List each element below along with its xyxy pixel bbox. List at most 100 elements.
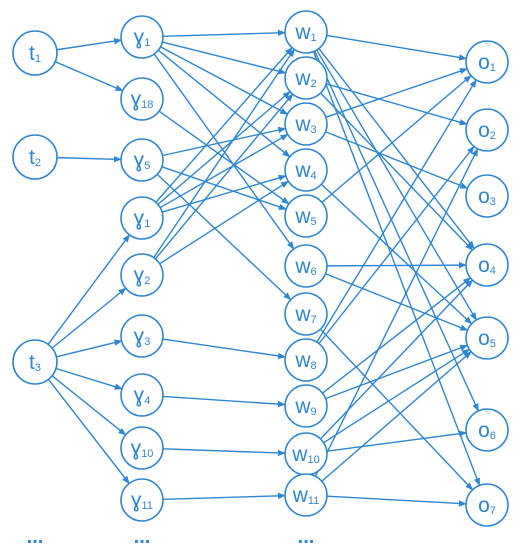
node-label-subscript: 3 — [144, 336, 150, 348]
node-label: w6 — [294, 255, 316, 278]
node-label-base: w — [294, 349, 311, 372]
node-label-base: ɣ — [134, 149, 145, 172]
node-label: ɣ11 — [131, 489, 153, 512]
node-circle — [284, 384, 328, 428]
node-circle — [120, 15, 164, 59]
node-w4: w4 — [284, 148, 328, 192]
node-o7: o7 — [465, 483, 509, 527]
edge-g10-w10 — [162, 448, 286, 457]
node-circle — [120, 426, 164, 470]
node-label: o4 — [478, 254, 496, 277]
node-label: w11 — [292, 484, 320, 507]
edge-w8-o2 — [318, 145, 475, 344]
edge-w3-o3 — [325, 131, 469, 189]
node-label-subscript: 6 — [490, 430, 496, 442]
node-label: ɣ5 — [134, 149, 151, 172]
edge-g5-w3 — [162, 126, 287, 157]
edge-g11-w11 — [162, 492, 286, 501]
node-w1: w1 — [284, 10, 328, 54]
node-label-subscript: 1 — [490, 62, 496, 74]
edge-w10-o6 — [326, 430, 467, 452]
node-circle — [284, 148, 328, 192]
node-label: ɣ4 — [134, 384, 151, 407]
edge-w7-o7 — [319, 328, 474, 491]
node-label-subscript: 2 — [144, 275, 150, 287]
edge-g2-w1 — [153, 48, 295, 258]
node-label-base: w — [292, 484, 309, 507]
edge-g2-w4 — [159, 180, 289, 265]
node-label: o1 — [478, 51, 496, 74]
node-t3: t3 — [12, 339, 58, 385]
edge-t2-g5 — [56, 156, 122, 163]
edge-w6-o4 — [326, 261, 467, 269]
node-w3: w3 — [284, 102, 328, 146]
node-label: ɣ2 — [134, 264, 151, 287]
edge-t1-g18 — [54, 61, 124, 92]
node-label-subscript: 1 — [35, 53, 41, 65]
edge-g1b-w2 — [157, 91, 291, 205]
node-label-subscript: 11 — [142, 500, 153, 512]
node-label: w2 — [294, 67, 316, 90]
node-label-base: o — [478, 327, 490, 350]
node-label-subscript: 9 — [311, 406, 317, 418]
node-w6: w6 — [284, 244, 328, 288]
node-label: w10 — [291, 443, 319, 466]
node-label-subscript: 1 — [311, 32, 317, 44]
node-label: o7 — [478, 494, 496, 517]
edge-w4-o5 — [320, 183, 473, 325]
node-circle — [465, 40, 509, 84]
edge-g1b-w4 — [161, 174, 287, 213]
node-g1b: ɣ1 — [120, 196, 164, 240]
node-circle — [465, 483, 509, 527]
node-label-base: w — [294, 205, 311, 228]
node-g18: ɣ18 — [120, 77, 164, 121]
node-label-subscript: 11 — [308, 495, 319, 507]
node-circle — [12, 30, 58, 76]
node-label-subscript: 3 — [35, 362, 41, 374]
node-label-base: w — [294, 21, 311, 44]
node-label-base: w — [294, 67, 311, 90]
edge-w1-o4 — [318, 48, 475, 250]
node-label: o2 — [478, 119, 496, 142]
node-label-subscript: 7 — [311, 314, 317, 326]
node-label-subscript: 6 — [311, 266, 317, 278]
node-circle — [284, 338, 328, 382]
node-label: o3 — [478, 185, 496, 208]
node-g5: ɣ5 — [120, 138, 164, 182]
edge-t3-g1b — [47, 234, 131, 345]
node-label-base: o — [478, 51, 490, 74]
node-label-base: w — [294, 395, 311, 418]
node-label-base: w — [294, 159, 311, 182]
edge-t1-g1a — [56, 38, 123, 51]
node-label-subscript: 2 — [311, 78, 317, 90]
node-circle — [465, 174, 509, 218]
node-label-subscript: 7 — [490, 505, 496, 517]
node-g1a: ɣ1 — [120, 15, 164, 59]
edges-layer — [47, 29, 481, 507]
node-circle — [120, 373, 164, 417]
node-o2: o2 — [465, 108, 509, 152]
node-label-base: ɣ — [134, 207, 145, 230]
node-label: t1 — [29, 42, 41, 65]
node-circle — [120, 253, 164, 297]
node-label-base: o — [478, 494, 490, 517]
node-circle — [465, 243, 509, 287]
node-label-subscript: 2 — [490, 130, 496, 142]
node-label-base: ɣ — [134, 384, 145, 407]
node-g11: ɣ11 — [120, 478, 164, 522]
node-o6: o6 — [465, 408, 509, 452]
edge-w11-o5 — [321, 351, 472, 482]
nodes-layer: t1t2t3ɣ1ɣ18ɣ5ɣ1ɣ2ɣ3ɣ4ɣ10ɣ11w1w2w3w4w5w6w… — [12, 10, 509, 527]
node-label-base: ɣ — [131, 88, 142, 111]
node-label-subscript: 18 — [141, 99, 153, 111]
edge-t3-g4 — [55, 367, 123, 390]
node-label-subscript: 5 — [144, 160, 150, 172]
node-label: w4 — [294, 159, 316, 182]
edge-g4-w9 — [162, 395, 286, 408]
node-g2: ɣ2 — [120, 253, 164, 297]
node-label-base: ɣ — [134, 264, 145, 287]
node-circle — [120, 314, 164, 358]
node-w8: w8 — [284, 338, 328, 382]
ellipsis-3: ... — [298, 526, 315, 548]
